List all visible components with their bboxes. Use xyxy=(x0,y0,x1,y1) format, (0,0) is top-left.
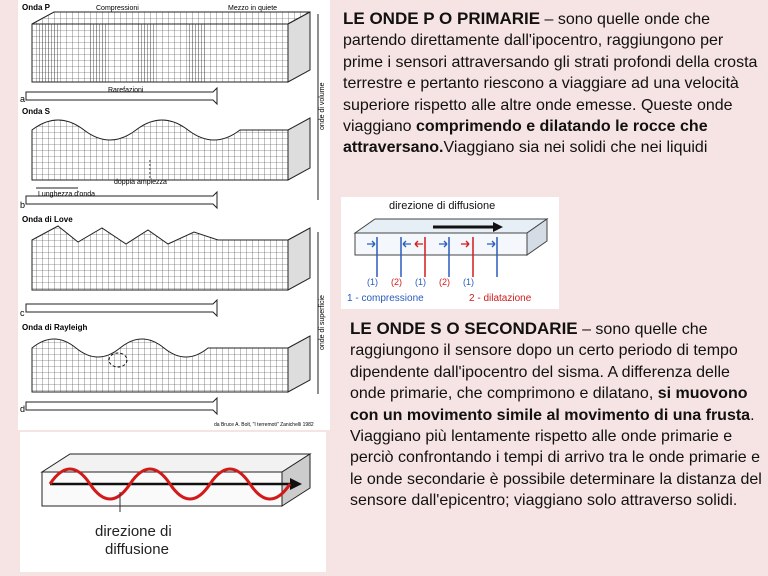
s-wave-curve xyxy=(48,467,292,501)
p-direction-arrow-head xyxy=(493,222,503,232)
s-wave-title: Onda S xyxy=(22,107,51,116)
p-wave-diagram: direzione di diffusione (1) (2) (1) (2) … xyxy=(341,197,559,309)
p-wave-title: Onda P xyxy=(22,3,51,12)
p-waves-bold: comprimendo e dilatando le rocce che att… xyxy=(343,118,708,157)
surface-waves-label: onde di superficie xyxy=(319,295,326,350)
legend-dilatation: 2 - dilatazione xyxy=(469,293,532,304)
wavelength-label: Lunghezza d'onda xyxy=(38,191,95,198)
p-marker-1a: (1) xyxy=(367,277,378,287)
p-markers xyxy=(367,237,498,277)
s-wave-diffusion-svg: direzione di diffusione xyxy=(40,453,312,558)
s-wave-diffusion-figure: direzione di diffusione xyxy=(20,432,326,572)
s-waves-paragraph: LE ONDE S O SECONDARIE – sono quelle che… xyxy=(350,318,762,512)
row-letter-d: d xyxy=(20,404,25,414)
figure-credit: da Bruce A. Bolt, "I terremoti" Zanichel… xyxy=(214,422,314,428)
bottom-label-line1: direzione di xyxy=(95,523,172,540)
p-marker-2a: (2) xyxy=(391,277,402,287)
s-waves-text-2: . Viaggiano più lentamente rispetto alle… xyxy=(350,406,762,510)
rayleigh-wave-block xyxy=(25,335,311,416)
volume-waves-label: onde di volume xyxy=(319,82,326,130)
s-wave-block xyxy=(25,117,311,210)
compressions-label: Compressioni xyxy=(96,5,139,12)
p-waves-text-2: Viaggiano sia nei solidi che nei liquidi xyxy=(443,139,708,157)
rarefactions-label: Rarefazioni xyxy=(108,87,144,94)
love-wave-title: Onda di Love xyxy=(22,215,73,224)
p-waves-paragraph: LE ONDE P O PRIMARIE – sono quelle onde … xyxy=(343,8,763,159)
p-diagram-title: direzione di diffusione xyxy=(389,200,495,212)
p-wave-diagram-svg: direzione di diffusione (1) (2) (1) (2) … xyxy=(347,200,549,304)
rayleigh-wave-title: Onda di Rayleigh xyxy=(22,323,87,332)
rest-medium-label: Mezzo in quiete xyxy=(228,5,277,12)
p-marker-1b: (1) xyxy=(415,277,426,287)
p-waves-text-1: – sono quelle onde che partendo direttam… xyxy=(343,11,758,136)
row-letter-a: a xyxy=(20,94,25,104)
row-letter-b: b xyxy=(20,200,25,210)
direction-arrow-head xyxy=(290,478,302,490)
p-marker-1c: (1) xyxy=(463,277,474,287)
seismic-waves-figure: Onda P Compressioni Mezzo in quiete Rare… xyxy=(18,0,330,430)
p-wave-block xyxy=(25,11,311,106)
p-marker-2b: (2) xyxy=(439,277,450,287)
double-amplitude-label: doppia ampiezza xyxy=(114,179,167,186)
s-waves-heading: LE ONDE S O SECONDARIE xyxy=(350,319,578,338)
p-waves-heading: LE ONDE P O PRIMARIE xyxy=(343,9,541,28)
seismic-waves-svg: Onda P Compressioni Mezzo in quiete Rare… xyxy=(20,3,326,428)
s-waves-bold: si muovono con un movimento simile al mo… xyxy=(350,385,751,424)
love-wave-block xyxy=(25,225,311,318)
bottom-label-line2: diffusione xyxy=(105,541,169,558)
s-waves-text-1: – sono quelle che raggiungono il sensore… xyxy=(350,321,738,403)
row-letter-c: c xyxy=(20,308,25,318)
legend-compression: 1 - compressione xyxy=(347,293,424,304)
